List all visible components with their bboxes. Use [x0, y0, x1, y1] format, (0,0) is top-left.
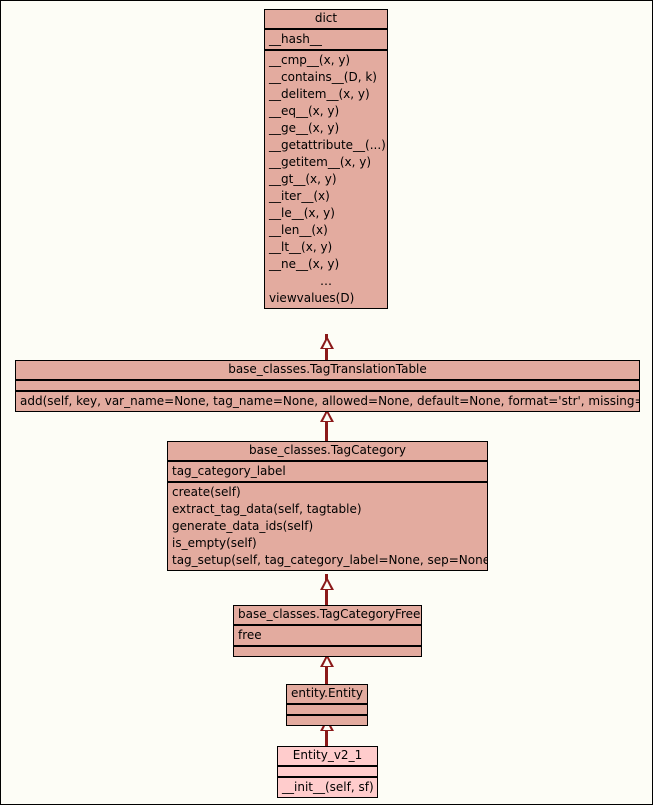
arrowhead-tagcategoryfree — [319, 654, 334, 667]
method-row: __ge__(x, y) — [269, 121, 340, 135]
method-row: __len__(x) — [269, 223, 328, 237]
method-row: __le__(x, y) — [269, 206, 335, 220]
attributes-compartment-dict: __hash__ — [265, 30, 387, 51]
arrowhead-tagcategory — [319, 577, 334, 590]
attributes-compartment-tagcategory: tag_category_label — [168, 462, 487, 483]
attribute-row: free — [238, 628, 262, 642]
attributes-compartment-entity-v2-1 — [278, 767, 377, 778]
method-row: __getitem__(x, y) — [269, 155, 372, 169]
method-row: create(self) — [172, 485, 241, 499]
class-name-dict: dict — [265, 10, 387, 30]
methods-compartment-tagcategoryfree — [234, 647, 421, 656]
class-name-entity-v2-1: Entity_v2_1 — [278, 747, 377, 767]
method-row: __delitem__(x, y) — [269, 87, 370, 101]
class-name-tagcategory: base_classes.TagCategory — [168, 442, 487, 462]
methods-compartment-entity-v2-1: __init__(self, sf) — [278, 778, 377, 797]
class-name-tagcategoryfree: base_classes.TagCategoryFree — [234, 606, 421, 626]
attributes-compartment-tagcategoryfree: free — [234, 626, 421, 647]
uml-class-tagtranslationtable[interactable]: base_classes.TagTranslationTable add(sel… — [15, 360, 640, 412]
method-row: __ne__(x, y) — [269, 257, 340, 271]
methods-compartment-tagcategory: create(self) extract_tag_data(self, tagt… — [168, 483, 487, 570]
class-name-tagtranslationtable: base_classes.TagTranslationTable — [16, 361, 639, 381]
methods-compartment-dict: __cmp__(x, y) __contains__(D, k) __delit… — [265, 51, 387, 308]
methods-compartment-entity — [287, 716, 367, 725]
arrowhead-tagtranslationtable — [319, 409, 334, 422]
edge-entity-v2-1-to-entity — [325, 715, 328, 749]
edge-tagcategory-to-tagtranslationtable — [325, 406, 328, 442]
attribute-row: tag_category_label — [172, 464, 286, 478]
uml-class-tagcategoryfree[interactable]: base_classes.TagCategoryFree free — [233, 605, 422, 657]
method-row: tag_setup(self, tag_category_label=None,… — [172, 553, 487, 567]
method-row: generate_data_ids(self) — [172, 519, 314, 533]
method-row: __lt__(x, y) — [269, 240, 333, 254]
attributes-compartment-entity — [287, 705, 367, 716]
uml-class-entity[interactable]: entity.Entity — [286, 684, 368, 726]
method-row: __cmp__(x, y) — [269, 53, 351, 67]
uml-class-entity-v2-1[interactable]: Entity_v2_1 __init__(self, sf) — [277, 746, 378, 798]
method-row: viewvalues(D) — [269, 291, 355, 305]
method-row: __contains__(D, k) — [269, 70, 377, 84]
method-row: __init__(self, sf) — [282, 780, 374, 794]
class-name-entity: entity.Entity — [287, 685, 367, 705]
attributes-compartment-tagtranslationtable — [16, 381, 639, 392]
methods-compartment-tagtranslationtable: add(self, key, var_name=None, tag_name=N… — [16, 392, 639, 411]
edge-tagcategoryfree-to-tagcategory — [325, 574, 328, 606]
method-row: extract_tag_data(self, tagtable) — [172, 502, 362, 516]
method-row: __gt__(x, y) — [269, 172, 337, 186]
edge-entity-to-tagcategoryfree — [325, 651, 328, 685]
method-row-ellipsis: … — [320, 274, 332, 288]
method-row: add(self, key, var_name=None, tag_name=N… — [20, 394, 639, 408]
arrowhead-dict — [319, 336, 334, 349]
uml-class-tagcategory[interactable]: base_classes.TagCategory tag_category_la… — [167, 441, 488, 571]
uml-class-dict[interactable]: dict __hash__ __cmp__(x, y) __contains__… — [264, 9, 388, 309]
method-row: is_empty(self) — [172, 536, 257, 550]
attribute-row: __hash__ — [269, 32, 322, 46]
method-row: __iter__(x) — [269, 189, 330, 203]
method-row: __eq__(x, y) — [269, 104, 340, 118]
method-row: __getattribute__(...) — [269, 138, 386, 152]
